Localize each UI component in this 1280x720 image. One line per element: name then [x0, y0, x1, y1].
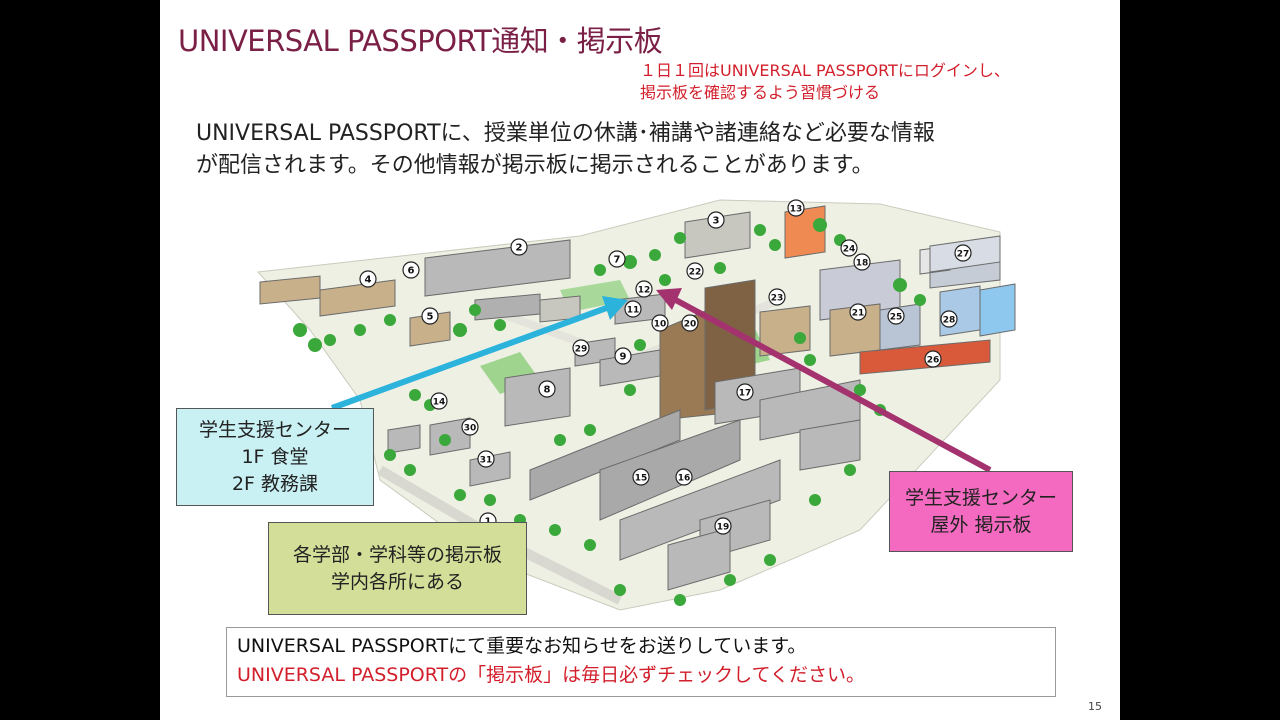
map-label-14: 14 — [433, 398, 446, 408]
map-label-2-badge — [510, 238, 528, 256]
bottom-notice: UNIVERSAL PASSPORTにて重要なお知らせをお送りしています。 UN… — [226, 627, 1056, 697]
map-label-12: 12 — [638, 286, 651, 296]
arrow-to-outdoor-board — [656, 288, 992, 473]
map-label-4-badge — [359, 270, 377, 288]
map-label-11-badge — [624, 300, 642, 318]
map-label-23-badge — [768, 288, 786, 306]
map-label-24-badge — [840, 239, 858, 257]
map-label-26-badge — [924, 350, 942, 368]
login-reminder-line-2: 掲示板を確認するよう習慣づける — [640, 83, 881, 102]
map-label-5-badge — [421, 307, 439, 325]
map-label-3-badge — [707, 211, 725, 229]
slide-title: UNIVERSAL PASSPORT通知・掲示板 — [178, 24, 663, 58]
map-label-6-badge — [402, 261, 420, 279]
map-label-27-badge — [954, 244, 972, 262]
map-label-5: 5 — [427, 312, 434, 323]
callout-outdoor-board-line-1: 学生支援センター — [904, 486, 1057, 509]
map-label-28-badge — [940, 310, 958, 328]
map-label-21: 21 — [852, 309, 865, 319]
map-label-22: 22 — [689, 268, 702, 278]
map-number-labels: 1234567891011121314151617181920212223242… — [359, 199, 972, 535]
map-label-3: 3 — [713, 216, 720, 227]
map-label-29: 29 — [575, 345, 588, 355]
callout-student-center: 学生支援センター 1F 食堂 2F 教務課 — [176, 408, 374, 506]
slide: 1234567891011121314151617181920212223242… — [160, 0, 1120, 720]
map-label-7-badge — [608, 250, 626, 268]
lead-text: UNIVERSAL PASSPORTに、授業単位の休講･補講や諸連絡など必要な情… — [196, 118, 935, 182]
map-label-28: 28 — [943, 316, 956, 326]
map-label-25: 25 — [890, 313, 903, 323]
map-label-11: 11 — [627, 306, 640, 316]
map-label-30: 30 — [464, 424, 477, 434]
map-label-10-badge — [651, 314, 669, 332]
map-label-26: 26 — [927, 356, 940, 366]
callout-faculty-boards-line-1: 各学部・学科等の掲示板 — [292, 543, 502, 566]
lead-line-1: UNIVERSAL PASSPORTに、授業単位の休講･補講や諸連絡など必要な情… — [196, 121, 935, 146]
callout-outdoor-board-line-2: 屋外 掲示板 — [930, 513, 1032, 536]
map-label-16-badge — [675, 468, 693, 486]
map-label-27: 27 — [957, 250, 970, 260]
map-label-23: 23 — [771, 294, 784, 304]
map-label-14-badge — [430, 392, 448, 410]
callout-faculty-boards-line-2: 学内各所にある — [330, 570, 464, 593]
map-label-8-badge — [538, 380, 556, 398]
map-label-12-badge — [635, 280, 653, 298]
map-label-19: 19 — [717, 523, 730, 533]
map-label-9: 9 — [620, 352, 627, 363]
login-reminder-line-1: １日１回はUNIVERSAL PASSPORTにログインし、 — [640, 61, 1010, 80]
callout-student-center-line-1: 学生支援センター — [198, 418, 351, 441]
map-label-13: 13 — [790, 205, 803, 215]
map-label-29-badge — [572, 339, 590, 357]
login-reminder-note: １日１回はUNIVERSAL PASSPORTにログインし、 掲示板を確認するよ… — [640, 60, 1010, 104]
map-label-20: 20 — [684, 320, 697, 330]
arrow-to-center — [330, 296, 628, 411]
map-label-17-badge — [736, 383, 754, 401]
campus-map: 1234567891011121314151617181920212223242… — [256, 199, 1016, 611]
map-label-20-badge — [681, 314, 699, 332]
bottom-notice-line-1: UNIVERSAL PASSPORTにて重要なお知らせをお送りしています。 — [237, 635, 807, 657]
lead-line-2: が配信されます。その他情報が掲示板に掲示されることがあります。 — [196, 153, 874, 178]
map-label-31: 31 — [480, 456, 493, 466]
map-label-30-badge — [461, 418, 479, 436]
callout-faculty-boards: 各学部・学科等の掲示板 学内各所にある — [268, 522, 527, 615]
map-label-18: 18 — [856, 259, 869, 269]
map-label-6: 6 — [408, 266, 415, 277]
callout-student-center-line-2: 1F 食堂 — [241, 445, 309, 468]
callout-student-center-line-3: 2F 教務課 — [231, 472, 319, 495]
callout-outdoor-board: 学生支援センター 屋外 掲示板 — [889, 471, 1073, 552]
map-label-15-badge — [632, 468, 650, 486]
map-label-31-badge — [477, 450, 495, 468]
map-label-13-badge — [787, 199, 805, 217]
map-label-16: 16 — [678, 474, 691, 484]
map-label-7: 7 — [614, 255, 621, 266]
map-label-17: 17 — [739, 389, 752, 399]
map-label-15: 15 — [635, 474, 648, 484]
page-number: 15 — [1088, 700, 1102, 713]
map-label-18-badge — [853, 253, 871, 271]
map-label-24: 24 — [843, 245, 856, 255]
map-label-10: 10 — [654, 320, 667, 330]
map-label-21-badge — [849, 303, 867, 321]
map-label-8: 8 — [544, 385, 551, 396]
map-label-25-badge — [887, 307, 905, 325]
map-label-9-badge — [614, 347, 632, 365]
map-label-4: 4 — [365, 275, 372, 286]
map-label-2: 2 — [516, 243, 523, 254]
bottom-notice-line-2: UNIVERSAL PASSPORTの「掲示板」は毎日必ずチェックしてください。 — [237, 664, 866, 686]
map-label-19-badge — [714, 517, 732, 535]
map-label-22-badge — [686, 262, 704, 280]
